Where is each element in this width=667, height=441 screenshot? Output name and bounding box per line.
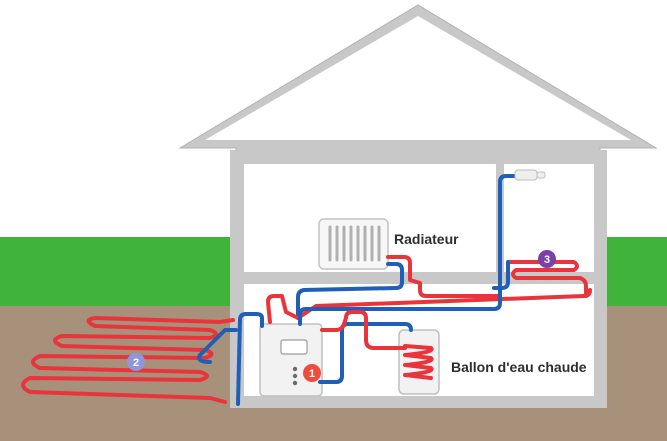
grass-band-right <box>600 237 667 307</box>
radiator-label: Radiateur <box>394 231 459 247</box>
radiator <box>318 218 389 270</box>
ground-collector <box>21 316 238 404</box>
ground-coil-red <box>21 316 235 404</box>
heat-pump-badge: 1 <box>303 364 321 382</box>
svg-text:1: 1 <box>309 368 315 380</box>
pump-blue-in <box>236 312 264 406</box>
pump-red-out <box>266 288 592 324</box>
pump-blue-out <box>298 174 520 326</box>
hot-water-tank <box>398 329 440 395</box>
floor-heating-coil <box>508 260 588 298</box>
heat-pump-knob-1 <box>292 366 298 372</box>
water-tank-label: Ballon d'eau chaude <box>451 359 587 375</box>
floor-heating-badge: 3 <box>538 250 556 268</box>
floor-heating-return <box>492 260 510 290</box>
heat-pump-screen <box>280 339 308 355</box>
svg-text:2: 2 <box>133 357 139 369</box>
grass-band-left <box>0 237 236 307</box>
heat-pump-knob-3 <box>292 380 298 386</box>
piping <box>236 174 592 406</box>
ground-collector-badge: 2 <box>127 353 145 371</box>
faucet-icon <box>514 169 546 181</box>
svg-text:3: 3 <box>544 254 550 266</box>
heat-pump <box>259 323 323 397</box>
tank-coil <box>403 344 434 380</box>
ground-coil-blue <box>197 328 238 364</box>
radiator-supply-pipe <box>386 255 500 298</box>
roof-attic <box>205 16 631 140</box>
tank-supply-pipe <box>320 310 407 350</box>
heat-pump-knob-2 <box>292 373 298 379</box>
radiator-return-pipe <box>296 262 404 320</box>
